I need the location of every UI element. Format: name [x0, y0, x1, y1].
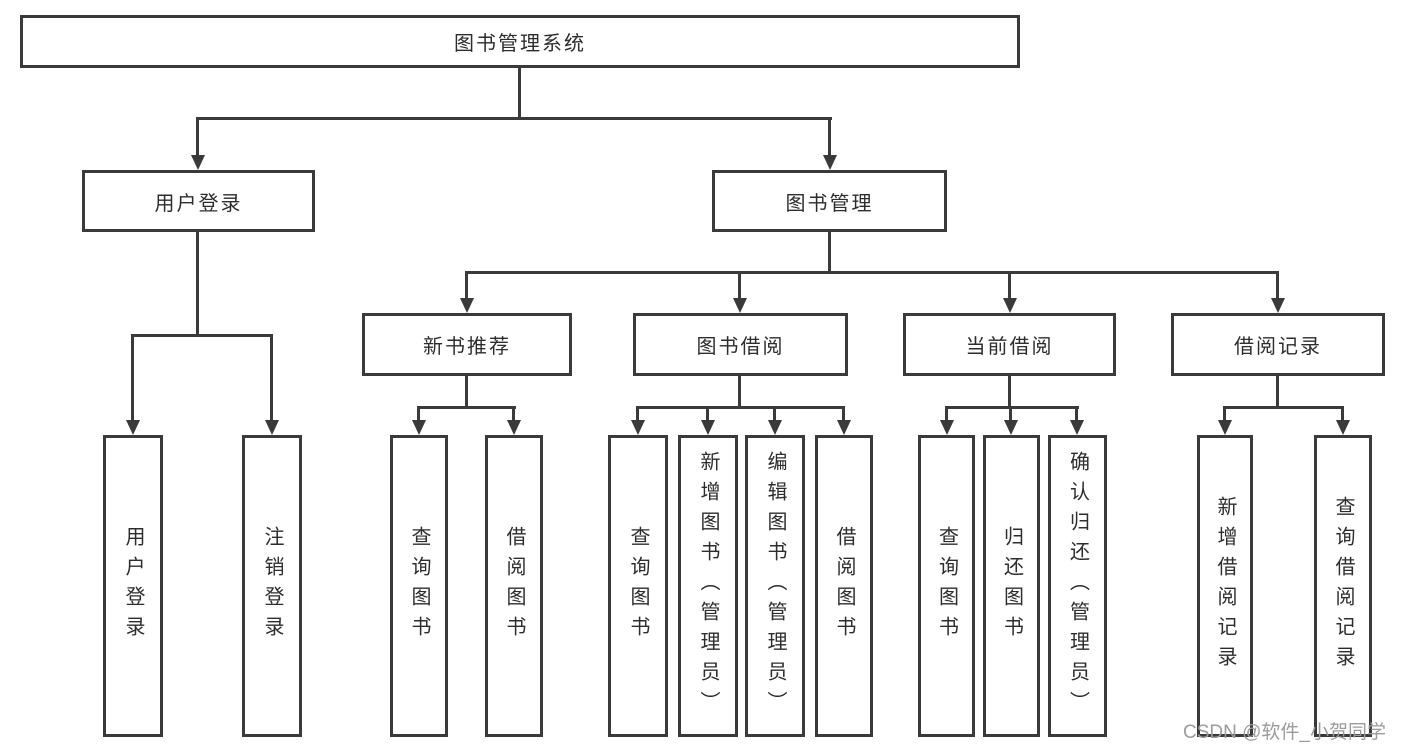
- node-label: 当前借阅: [965, 336, 1054, 358]
- arrow-down-icon: [701, 420, 715, 435]
- node-label: 借阅图书: [503, 526, 525, 646]
- node-label: 图书管理系统: [454, 33, 586, 55]
- connector: [842, 406, 845, 422]
- connector: [636, 406, 639, 422]
- arrow-down-icon: [1070, 420, 1084, 435]
- arrow-down-icon: [1336, 420, 1350, 435]
- connector: [706, 406, 709, 422]
- connector: [828, 232, 831, 274]
- arrow-down-icon: [631, 420, 645, 435]
- connector: [1276, 376, 1279, 408]
- connector: [828, 117, 831, 157]
- connector: [636, 406, 845, 409]
- node-label: 查询图书: [935, 526, 958, 646]
- connector: [1223, 406, 1344, 409]
- connector: [1223, 406, 1226, 422]
- arrow-down-icon: [837, 420, 851, 435]
- arrow-down-icon: [1218, 420, 1232, 435]
- connector: [417, 406, 420, 422]
- node-label: 用户登录: [154, 192, 243, 215]
- node-label: 图书管理: [785, 192, 874, 215]
- node-label: 借阅图书: [833, 526, 855, 646]
- leaf-add-borrow-record: 新增借阅记录: [1197, 435, 1253, 737]
- connector: [945, 406, 948, 422]
- connector: [131, 334, 273, 337]
- node-label: 归还图书: [1000, 526, 1023, 646]
- node-label: 编辑图书（管理员）: [764, 451, 786, 721]
- arrow-down-icon: [460, 298, 474, 313]
- arrow-down-icon: [768, 420, 782, 435]
- node-borrow-records: 借阅记录: [1171, 313, 1385, 376]
- arrow-down-icon: [733, 298, 747, 313]
- arrow-down-icon: [1271, 298, 1285, 313]
- arrow-down-icon: [823, 155, 837, 170]
- connector: [465, 271, 468, 300]
- connector: [465, 376, 468, 408]
- node-label: 查询图书: [408, 526, 430, 646]
- node-new-book-recommend: 新书推荐: [362, 313, 572, 376]
- leaf-return-book: 归还图书: [983, 435, 1040, 737]
- connector: [1008, 271, 1011, 300]
- leaf-user-login: 用户登录: [103, 435, 163, 737]
- leaf-borrow-books-borrowing: 借阅图书: [815, 435, 873, 737]
- leaf-borrow-books-recommend: 借阅图书: [485, 435, 543, 737]
- node-current-borrowing: 当前借阅: [903, 313, 1116, 376]
- arrow-down-icon: [507, 420, 521, 435]
- node-library-management-system: 图书管理系统: [20, 15, 1020, 68]
- arrow-down-icon: [1004, 420, 1018, 435]
- node-user-login: 用户登录: [82, 170, 315, 232]
- node-label: 用户登录: [122, 526, 144, 646]
- connector: [196, 232, 199, 336]
- connector: [512, 406, 515, 422]
- connector: [518, 68, 521, 118]
- node-label: 新增借阅记录: [1214, 496, 1236, 676]
- arrow-down-icon: [1003, 298, 1017, 313]
- connector: [270, 334, 273, 422]
- leaf-logout: 注销登录: [242, 435, 302, 737]
- connector: [417, 406, 516, 409]
- connector: [1341, 406, 1344, 422]
- connector: [738, 271, 741, 300]
- arrow-down-icon: [265, 420, 279, 435]
- leaf-edit-book-admin: 编辑图书（管理员）: [745, 435, 805, 737]
- node-book-management: 图书管理: [712, 170, 947, 232]
- leaf-add-book-admin: 新增图书（管理员）: [678, 435, 738, 737]
- connector: [1009, 406, 1012, 422]
- connector: [945, 406, 1079, 409]
- node-label: 新增图书（管理员）: [697, 451, 719, 721]
- node-book-borrowing: 图书借阅: [633, 313, 848, 376]
- watermark: CSDN @软件_小贺同学: [1183, 722, 1386, 743]
- node-label: 图书借阅: [696, 336, 785, 358]
- node-label: 新书推荐: [423, 336, 511, 358]
- connector: [1276, 271, 1279, 300]
- arrow-down-icon: [191, 155, 205, 170]
- arrow-down-icon: [126, 420, 140, 435]
- leaf-query-books-recommend: 查询图书: [390, 435, 448, 737]
- connector: [1008, 376, 1011, 408]
- connector: [196, 117, 199, 157]
- arrow-down-icon: [940, 420, 954, 435]
- connector: [1075, 406, 1078, 422]
- connector: [773, 406, 776, 422]
- leaf-confirm-return-admin: 确认归还（管理员）: [1048, 435, 1107, 737]
- connector: [465, 271, 1279, 274]
- node-label: 查询借阅记录: [1332, 496, 1354, 676]
- node-label: 查询图书: [627, 526, 649, 646]
- connector: [738, 376, 741, 408]
- connector: [131, 334, 134, 422]
- node-label: 借阅记录: [1234, 336, 1322, 358]
- connector: [196, 117, 832, 120]
- node-label: 确认归还（管理员）: [1066, 451, 1089, 721]
- arrow-down-icon: [412, 420, 426, 435]
- leaf-query-books-borrowing: 查询图书: [608, 435, 668, 737]
- leaf-query-books-current: 查询图书: [918, 435, 975, 737]
- node-label: 注销登录: [261, 526, 283, 646]
- leaf-query-borrow-record: 查询借阅记录: [1314, 435, 1372, 737]
